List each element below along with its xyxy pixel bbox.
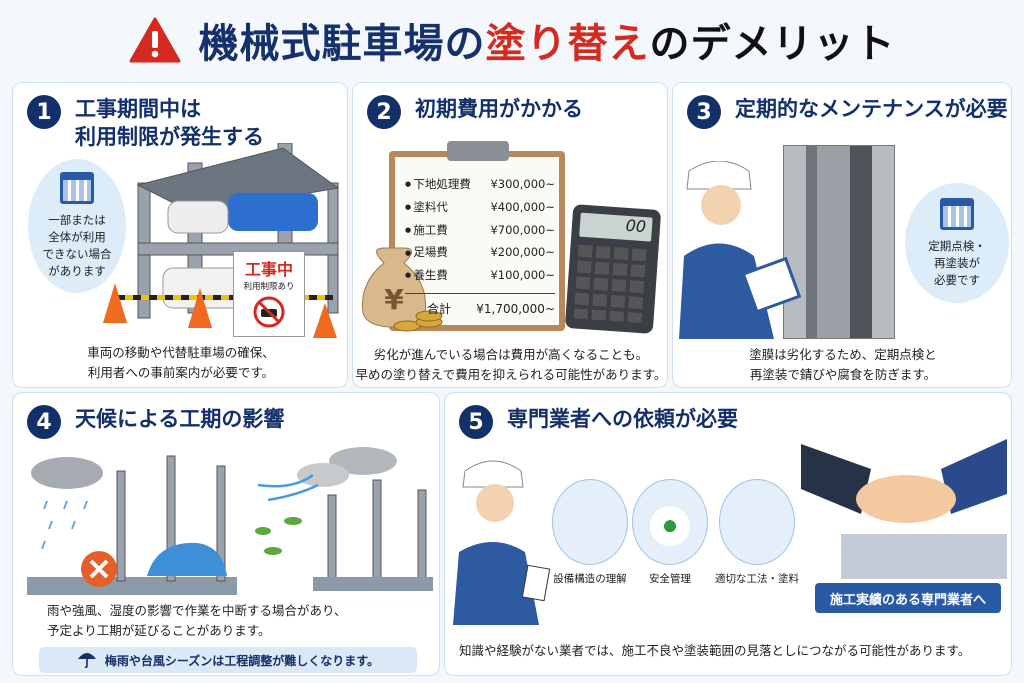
card-number: 5 [459,405,493,439]
info-bubble: 定期点検・再塗装が必要です [905,183,1009,303]
card-title: 定期的なメンテナンスが必要 [735,97,1008,121]
bubble-line: 一部または [48,213,106,227]
page-title: 機械式駐車場の塗り替えのデメリット [0,8,1024,72]
bubble-line: 全体が利用 [48,230,106,244]
card-description: 予定より工期が延びることがあります。 [47,623,271,638]
season-note: 梅雨や台風シーズンは工程調整が難しくなります。 [39,647,417,673]
rusty-pillar-illustration [783,145,895,339]
title-part1: 機械式駐車場の [198,21,486,67]
card-number: 2 [367,95,401,129]
no-car-icon [253,296,285,328]
card-description: 知識や経験がない業者では、施工不良や塗装範囲の見落としにつながる可能性があります… [459,643,971,658]
title-part2: 塗り替え [485,21,650,67]
clipboard-clip-icon [447,141,509,161]
skill-method: 適切な工法・塗料 [707,479,807,586]
card-initial-cost: 2 初期費用がかかる 00 ¥ 下地処理費¥300,000~ 塗料代¥400,00… [352,82,668,388]
scaffold-icon [552,479,628,565]
calculator-icon: 00 [564,204,662,334]
bubble-line: 再塗装が [934,255,980,270]
cost-total: 合計¥1,700,000~ [405,292,555,321]
card-description: 塗膜は劣化するため、定期点検と [749,347,937,362]
card-title: 専門業者への依頼が必要 [507,407,738,431]
title-part3: のデメリット [649,21,896,67]
card-number: 1 [27,95,61,129]
card-number: 3 [687,95,721,129]
card-weather-impact: 4 天候による工期の影響 雨や強風、湿度の影響で作業を中断する場合があり、予定より… [12,392,440,676]
card-number: 4 [27,405,61,439]
inspector-worker-illustration [679,161,802,339]
card-title-line2: 利用制限が発生する [75,125,264,149]
skill-structure: 設備構造の理解 [545,479,635,586]
card-description: 早めの塗り替えで費用を抑えられる可能性があります。 [355,367,667,382]
cost-row: 足場費¥200,000~ [405,241,555,264]
cost-row: 養生費¥100,000~ [405,264,555,287]
card-description: 雨や強風、湿度の影響で作業を中断する場合があり、 [47,603,347,618]
card-description: 利用者への事前案内が必要です。 [87,365,275,380]
bubble-line: 必要です [934,272,980,287]
season-note-text: 梅雨や台風シーズンは工程調整が難しくなります。 [104,653,380,668]
coins-icon [393,310,443,332]
sign-subtitle: 利用制限あり [243,282,295,292]
warning-icon [129,17,180,63]
money-bag-icon: ¥ [361,247,427,328]
calculator-display: 00 [579,212,653,242]
calendar-icon [940,197,974,230]
card-description: 劣化が進んでいる場合は費用が高くなることも。 [373,347,649,362]
card-maintenance: 3 定期的なメンテナンスが必要 定期点検・再塗装が必要です 塗膜は劣化するため、定… [672,82,1012,388]
professional-contractor-badge: 施工実績のある専門業者へ [815,583,1001,613]
cost-row: 下地処理費¥300,000~ [405,173,555,196]
cost-row: 施工費¥700,000~ [405,219,555,242]
card-title: 初期費用がかかる [415,97,583,121]
card-description: 再塗装で錆びや腐食を防ぎます。 [749,367,937,382]
safety-helmet-icon [632,479,708,565]
calendar-icon [60,172,94,204]
card-professional-contractor: 5 専門業者への依頼が必要 設備構造の理解 安全管理 適切な工法・塗料 施工実績の… [444,392,1012,676]
card-title: 天候による工期の影響 [75,407,285,431]
paintbrush-icon [719,479,795,565]
umbrella-icon [77,653,96,669]
info-bubble: 一部または全体が利用できない場合があります [28,159,126,293]
construction-sign: 工事中 利用制限あり [233,251,305,337]
bubble-line: できない場合 [42,247,112,261]
bag-symbol: ¥ [384,283,404,316]
card-description: 車両の移動や代替駐車場の確保、 [87,345,275,360]
bubble-line: があります [48,264,106,278]
card-usage-restriction: 1 工事期間中は利用制限が発生する 工事中 利用制限あり 一部または全体が利用で… [12,82,348,388]
cost-row: 塗料代¥400,000~ [405,196,555,219]
worker-illustration [453,460,551,625]
sign-title: 工事中 [244,260,293,279]
parking-structure-illustration [103,143,340,338]
skill-safety: 安全管理 [625,479,715,586]
bubble-line: 定期点検・ [928,238,986,253]
cost-list: 下地処理費¥300,000~ 塗料代¥400,000~ 施工費¥700,000~… [405,173,555,320]
card-title-line1: 工事期間中は [75,97,201,121]
handshake-illustration [801,439,1007,579]
rain-illustration [27,455,237,595]
wind-illustration [255,447,433,591]
